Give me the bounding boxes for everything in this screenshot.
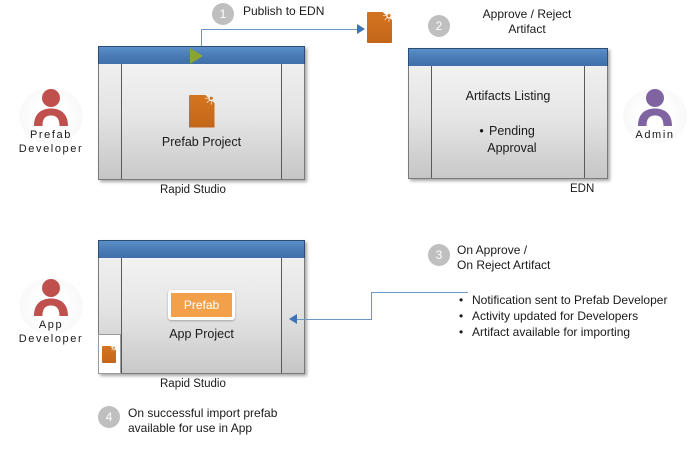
- window-prefab-studio[interactable]: Prefab Project: [98, 46, 305, 180]
- outcomes-list: Notification sent to Prefab Developer Ac…: [456, 292, 694, 340]
- window-prefab-studio-titlebar: [98, 46, 305, 66]
- artifacts-listing-bullet: • Pending Approval: [479, 123, 537, 155]
- actor-prefab-developer-label: Prefab Developer: [18, 129, 84, 155]
- step-1-badge: 1: [212, 3, 234, 25]
- window-edn-right-pane: [584, 66, 607, 178]
- window-prefab-studio-right-pane: [281, 64, 304, 179]
- actor-app-developer-label: App Developer: [18, 319, 84, 345]
- app-project-label: App Project: [169, 327, 234, 341]
- step-1-label: Publish to EDN: [243, 4, 325, 18]
- imported-artifact-tile: [98, 334, 121, 374]
- connector-3-arrowhead: [289, 314, 297, 324]
- artifact-starburst-icon: [204, 92, 218, 105]
- connector-1-arrowhead: [357, 24, 365, 34]
- connector-3-bottom-horizontal: [297, 319, 372, 320]
- person-icon: [638, 89, 672, 126]
- window-prefab-studio-left-pane: [99, 64, 122, 179]
- window-app-studio-caption: Rapid Studio: [160, 378, 226, 390]
- step-4-label: On successful import prefab available fo…: [128, 406, 278, 435]
- actor-admin: Admin: [620, 88, 690, 144]
- artifacts-listing-title: Artifacts Listing: [465, 88, 551, 103]
- step-2-label: Approve / Reject Artifact: [482, 7, 572, 36]
- imported-artifact-icon: [102, 344, 118, 363]
- artifacts-listing-bullet-text: Pending Approval: [487, 123, 537, 155]
- window-app-studio[interactable]: Prefab App Project: [98, 240, 305, 374]
- window-edn-caption: EDN: [570, 183, 595, 195]
- window-prefab-studio-caption: Rapid Studio: [160, 184, 226, 196]
- artifact-starburst-icon: [110, 344, 118, 352]
- artifact-document-shape: [102, 346, 116, 363]
- step-3-label: On Approve / On Reject Artifact: [457, 243, 551, 272]
- published-artifact-icon: [367, 9, 395, 43]
- person-icon: [34, 89, 68, 126]
- window-app-studio-titlebar: [98, 240, 305, 260]
- prefab-project-artifact-icon: [188, 92, 218, 128]
- connector-3-vertical: [371, 292, 372, 319]
- list-item: Notification sent to Prefab Developer: [459, 292, 694, 308]
- window-edn-left-pane: [409, 66, 432, 178]
- window-edn-titlebar: [408, 48, 608, 68]
- connector-3-top-horizontal: [371, 292, 468, 293]
- outcomes-ul: Notification sent to Prefab Developer Ac…: [456, 292, 694, 340]
- window-prefab-studio-body: Prefab Project: [98, 64, 305, 180]
- window-app-studio-left-pane: [98, 258, 122, 374]
- person-icon: [34, 279, 68, 316]
- window-edn-body: Artifacts Listing • Pending Approval: [408, 66, 608, 179]
- step-2-badge: 2: [428, 15, 450, 37]
- window-edn-main-pane: Artifacts Listing • Pending Approval: [432, 66, 584, 178]
- list-item: Artifact available for importing: [459, 324, 694, 340]
- list-item: Activity updated for Developers: [459, 308, 694, 324]
- connector-1-horizontal: [201, 29, 358, 30]
- actor-app-developer: App Developer: [12, 278, 90, 346]
- window-prefab-studio-main-pane: Prefab Project: [122, 64, 281, 179]
- artifact-starburst-icon: [382, 9, 395, 22]
- prefab-project-label: Prefab Project: [161, 134, 242, 149]
- window-edn[interactable]: Artifacts Listing • Pending Approval: [408, 48, 608, 179]
- window-app-studio-main-pane: Prefab App Project: [122, 258, 281, 373]
- connector-1-vertical: [201, 29, 202, 55]
- actor-prefab-developer: Prefab Developer: [12, 88, 90, 156]
- prefab-chip[interactable]: Prefab: [167, 290, 236, 320]
- actor-admin-label: Admin: [635, 129, 675, 141]
- window-app-studio-body: Prefab App Project: [98, 258, 305, 374]
- play-triangle-icon[interactable]: [190, 48, 203, 64]
- step-4-badge: 4: [98, 406, 120, 428]
- step-3-badge: 3: [428, 244, 450, 266]
